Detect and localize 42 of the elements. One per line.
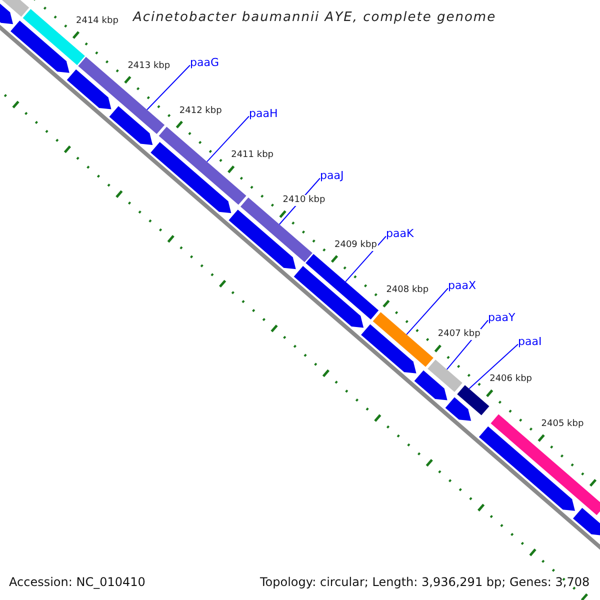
gene-label: paaI	[518, 336, 542, 347]
gene-feature-bar	[457, 385, 490, 416]
tick-label: 2413 kbp	[126, 60, 172, 72]
gene-feature-block	[414, 370, 448, 400]
tick-label: 2412 kbp	[178, 106, 223, 117]
gene-label: paaH	[249, 108, 278, 119]
tick-label: 2405 kbp	[540, 419, 585, 430]
tick-label: 2409 kbp	[334, 240, 378, 251]
gene-label: paaG	[190, 57, 219, 68]
gene-feature-block	[66, 69, 112, 110]
gene-feature-block	[294, 266, 364, 328]
gene-feature-bar	[490, 414, 600, 516]
gene-feature-block	[445, 397, 472, 421]
gene-label: paaK	[386, 228, 414, 239]
genome-info-text: Topology: circular; Length: 3,936,291 bp; Genes: 3,708	[260, 576, 590, 588]
gene-label: paaY	[488, 312, 516, 323]
gene-feature-block	[478, 426, 576, 511]
accession-text: Accession: NC_010410	[9, 576, 146, 588]
leader-line	[406, 288, 448, 336]
tick-label: 2407 kbp	[436, 329, 482, 340]
tick-label: 2410 kbp	[282, 195, 326, 206]
gene-feature-block	[573, 508, 600, 536]
title: Acinetobacter baumannii AYE, complete genome	[133, 11, 496, 24]
gene-label: paaJ	[320, 170, 344, 181]
gene-feature-block	[109, 106, 153, 146]
gene-label: paaX	[448, 280, 476, 291]
gene-feature-bar	[306, 254, 379, 320]
leader-line	[146, 64, 190, 110]
gene-feature-block	[10, 20, 70, 73]
tick-label: 2414 kbp	[75, 16, 120, 27]
gene-feature-block	[361, 324, 416, 374]
leader-line	[468, 344, 518, 390]
leader-line	[206, 116, 250, 162]
tick-label: 2411 kbp	[230, 150, 274, 162]
leader-line	[345, 236, 386, 282]
gene-feature-bar	[428, 360, 462, 392]
tick-label: 2408 kbp	[385, 284, 430, 296]
gene-feature-bar	[0, 0, 30, 17]
gene-feature-bar	[372, 312, 434, 367]
gene-feature-block	[228, 210, 296, 270]
tick-label: 2406 kbp	[488, 374, 533, 386]
gene-feature-block	[150, 142, 232, 214]
